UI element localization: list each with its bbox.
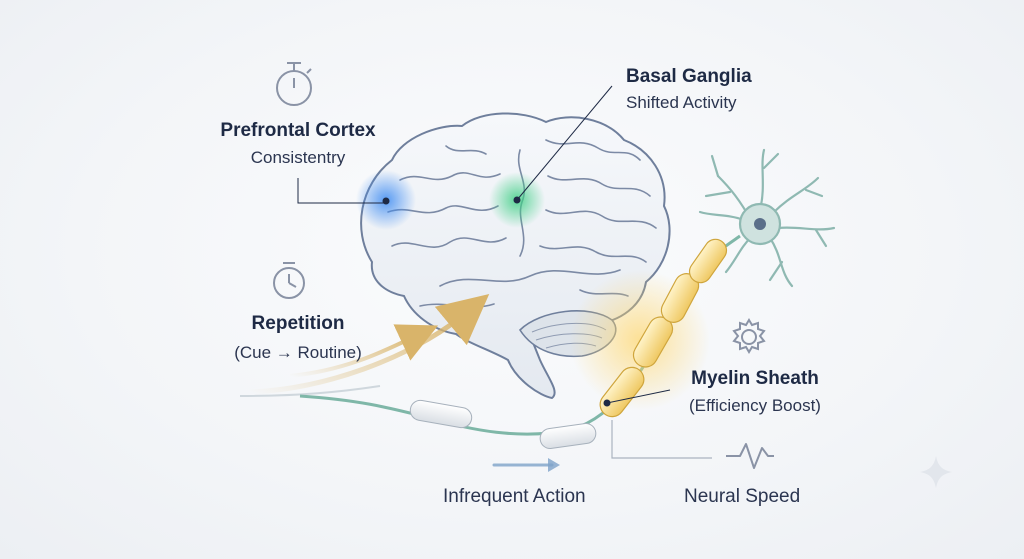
- infrequent-caption: Infrequent Action: [443, 486, 586, 507]
- basal-pointer: [516, 85, 613, 201]
- repetition-arrows: [239, 294, 490, 397]
- basal-label: Basal Ganglia Shifted Activity: [626, 66, 752, 113]
- stopwatch-icon: [276, 62, 312, 106]
- sheath-pale-1: [409, 399, 473, 429]
- basal-title: Basal Ganglia: [626, 66, 752, 87]
- timer-icon: [273, 262, 305, 299]
- sheath-gold-4: [688, 238, 728, 284]
- sheath-pale-2: [539, 422, 597, 450]
- basal-subtitle: Shifted Activity: [626, 93, 737, 112]
- prefrontal-pointer: [297, 178, 386, 204]
- prefrontal-dot: [382, 197, 390, 205]
- neuron: [698, 148, 836, 288]
- prefrontal-label: Prefrontal Cortex Consistentry: [198, 120, 398, 168]
- axon: [299, 234, 741, 450]
- basal-dot: [513, 196, 521, 204]
- speed-caption: Neural Speed: [684, 486, 801, 507]
- prefrontal-title: Prefrontal Cortex: [220, 120, 376, 141]
- repetition-subtitle: (Cue → Routine): [234, 343, 362, 362]
- myelin-title: Myelin Sheath: [691, 368, 819, 389]
- repetition-label: Repetition (Cue → Routine): [198, 313, 398, 363]
- speed-bracket: [611, 420, 712, 459]
- myelin-subtitle: (Efficiency Boost): [689, 396, 821, 415]
- prefrontal-subtitle: Consistentry: [250, 148, 346, 167]
- myelin-pointer: [606, 389, 671, 404]
- myelin-label: Myelin Sheath (Efficiency Boost): [660, 368, 850, 416]
- sparkle-icon: [920, 456, 952, 488]
- pulse-icon: [726, 443, 774, 469]
- repetition-title: Repetition: [251, 313, 345, 334]
- sheath-gold-1: [599, 366, 645, 418]
- gear-icon: [732, 318, 766, 354]
- infrequent-arrow: [492, 458, 560, 472]
